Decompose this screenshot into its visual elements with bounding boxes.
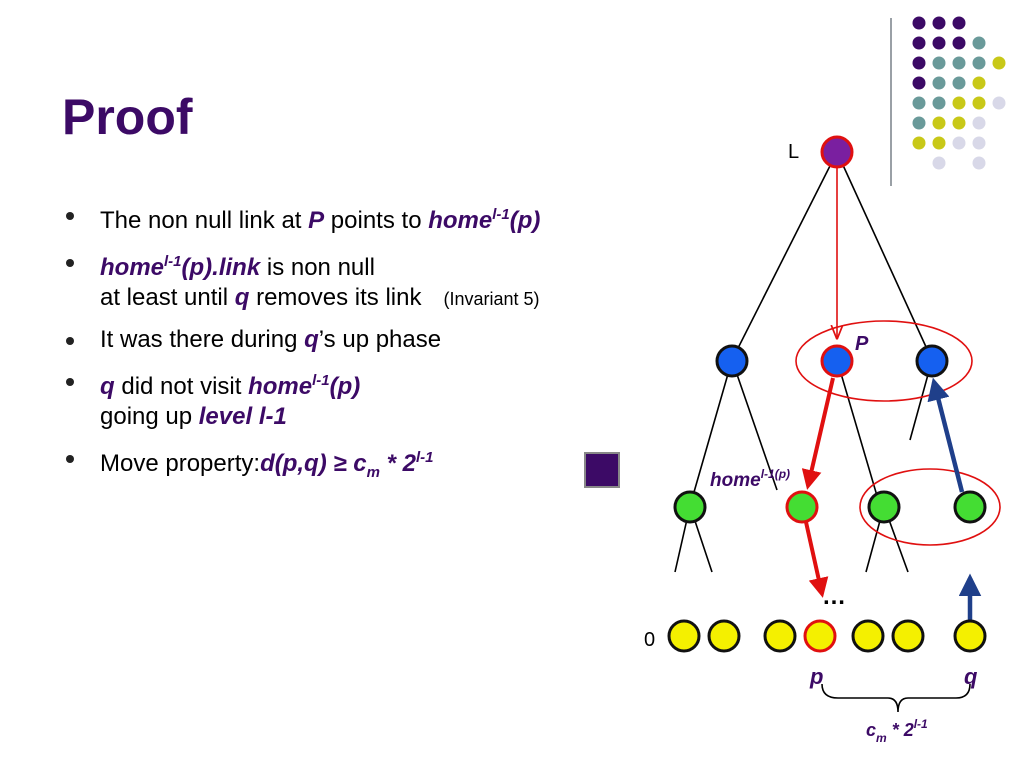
ellipse-level-upper [795, 320, 973, 402]
bullet-3-q: q [304, 326, 319, 353]
label-P: P [855, 333, 869, 355]
bullet-list: The non null link at P points to homel-1… [62, 200, 702, 499]
label-p: p [809, 664, 823, 689]
bullet-4: q did not visit homel-1(p) going up leve… [62, 366, 702, 432]
bullet-1: The non null link at P points to homel-1… [62, 200, 702, 236]
bullet-2: homel-1(p).link is non null at least unt… [62, 247, 702, 314]
node-green-home [785, 490, 819, 524]
bullet-5: Move property:d(p,q) ≥ cm * 2l-1 [62, 443, 702, 488]
arrow-P-to-home [801, 377, 835, 490]
label-level-bottom: 0 [644, 629, 655, 651]
decor-divider [890, 18, 892, 186]
label-ellipsis: … [822, 583, 846, 610]
bullet-5-pre: Move property: [100, 450, 261, 477]
node-green-4 [953, 490, 987, 524]
bullet-3-post: ’s up phase [318, 326, 442, 353]
bullet-2-tail: is non null [260, 254, 375, 281]
leaf-p [803, 619, 837, 653]
bullet-5-formula: d(p,q) ≥ cm * 2l-1 [260, 449, 434, 481]
bullet-3-pre: It was there during [100, 326, 305, 353]
arrow-home-down [804, 521, 829, 598]
label-level-top: L [788, 141, 799, 163]
decor-dot-pattern [912, 16, 1006, 170]
bullet-1-home: homel-1(p) [428, 206, 541, 234]
bullet-4-level: level l-1 [198, 403, 287, 430]
node-green-1 [673, 490, 707, 524]
bullet-4-q: q [100, 373, 115, 400]
leaf-q [953, 619, 987, 653]
node-blue-left [715, 344, 749, 378]
node-blue-right [915, 344, 949, 378]
label-q: q [964, 664, 978, 689]
tree-nodes [667, 135, 987, 653]
bullet-1-text-a: The non null link at [100, 207, 309, 234]
bullet-3: It was there during q’s up phase [62, 325, 702, 355]
bullet-4-line2-pre: going up [100, 403, 199, 430]
bullet-2-line2-pre: at least until [100, 284, 235, 311]
bullet-2-q: q [234, 284, 250, 311]
label-brace: cm * 2l-1 [866, 717, 928, 745]
leaf-1 [667, 619, 701, 653]
ellipse-level-lower [859, 468, 1001, 546]
arrow-green-to-blue [927, 377, 965, 493]
leaf-3 [763, 619, 797, 653]
decor-dots [912, 16, 1006, 170]
brace-pq [821, 683, 971, 713]
bullet-4-home: homel-1(p) [248, 372, 361, 400]
node-green-3 [867, 490, 901, 524]
node-root [820, 135, 854, 169]
bullet-2-line2-post: removes its link [249, 284, 422, 311]
leaf-5 [851, 619, 885, 653]
bullet-1-text-b: points to [324, 207, 429, 234]
node-blue-P [820, 344, 854, 378]
slide-title: Proof [62, 89, 193, 145]
leaf-6 [891, 619, 925, 653]
bullet-2-note: (Invariant 5) [443, 289, 540, 309]
label-home: homel-1(p) [710, 467, 790, 491]
leaf-2 [707, 619, 741, 653]
bullet-1-P: P [308, 207, 325, 234]
qed-square [584, 452, 620, 488]
bullet-4-mid: did not visit [114, 373, 249, 400]
bullet-2-home: homel-1(p).link [100, 253, 261, 281]
